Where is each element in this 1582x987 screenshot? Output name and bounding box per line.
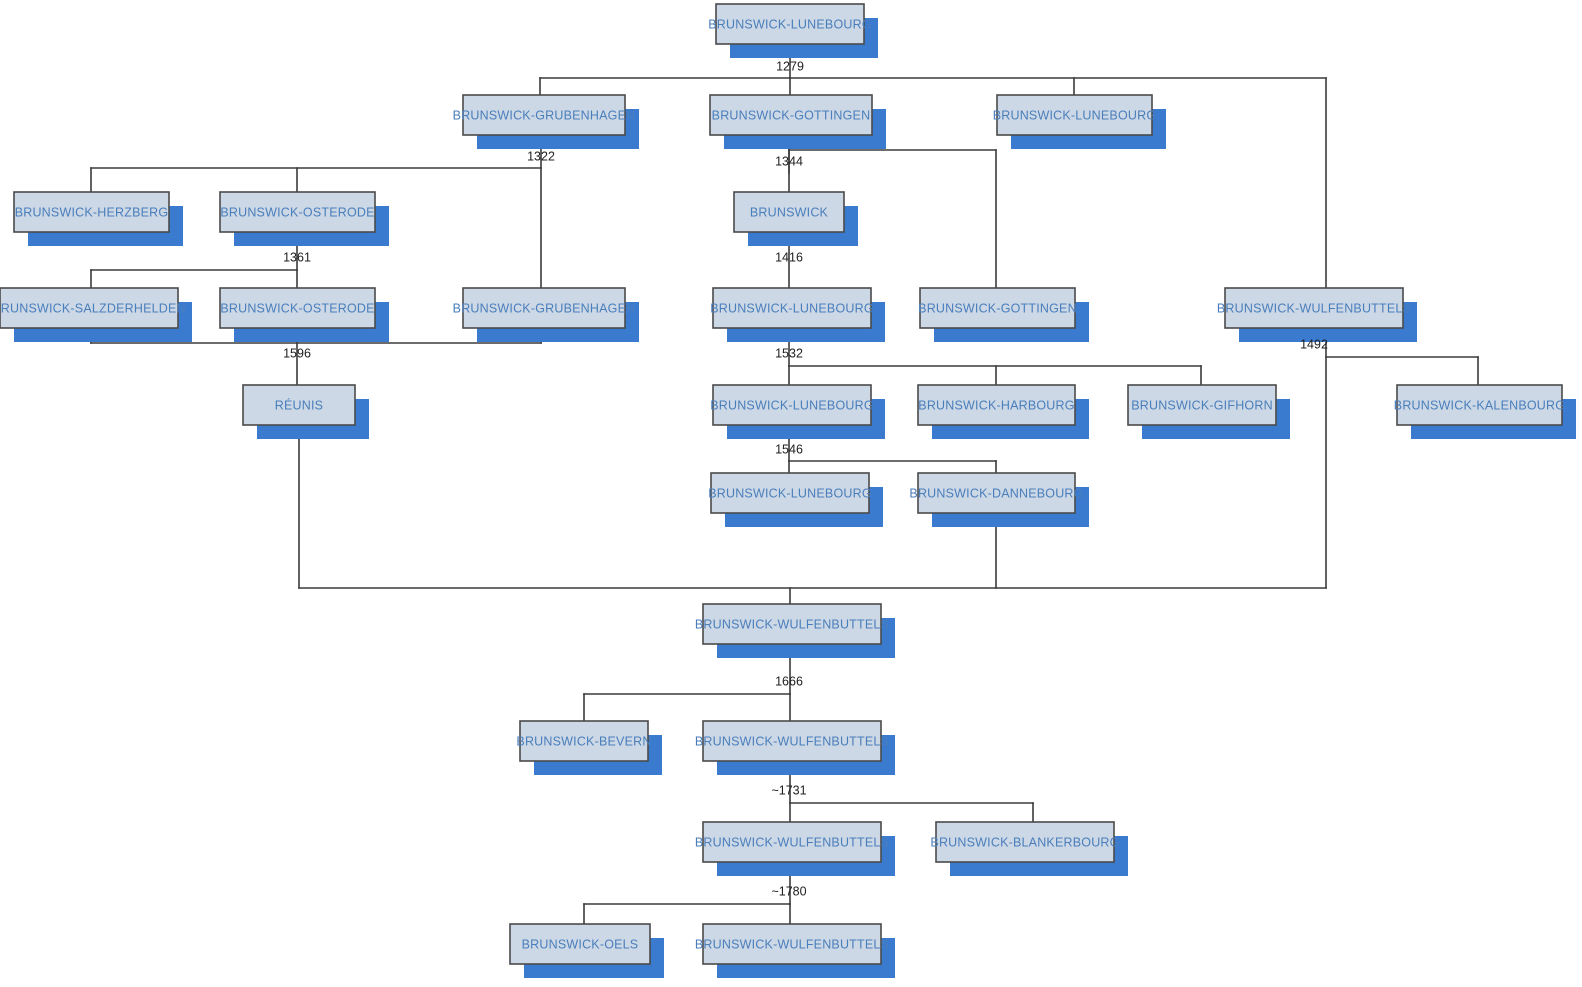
tree-node[interactable]: BRUNSWICK-OELS (509, 923, 664, 978)
node-label: BRUNSWICK-LUNEBOURG (993, 108, 1157, 122)
tree-node[interactable]: BRUNSWICK-WULFENBUTTELS (695, 821, 895, 876)
node-box[interactable] (1396, 384, 1563, 426)
tree-node[interactable]: BRUNSWICK-LUNEBOURG (708, 472, 883, 527)
year-label: 1666 (775, 674, 803, 688)
node-label: BRUNSWICK-OELS (522, 937, 639, 951)
node-box[interactable] (242, 384, 356, 426)
tree-node[interactable]: BRUNSWICK-KALENBOURG (1394, 384, 1576, 439)
tree-node[interactable]: BRUNSWICK-WULFENBUTTELS (1217, 287, 1417, 342)
node-label: BRUNSWICK-BEVERN (516, 734, 651, 748)
tree-node[interactable]: BRUNSWICK-LUNEBOURG (993, 94, 1166, 149)
node-box[interactable] (702, 821, 882, 863)
node-label: BRUNSWICK-WULFENBUTTELS (695, 835, 889, 849)
year-label: 1596 (283, 346, 311, 360)
tree-node[interactable]: BRUNSWICK-HERZBERG (13, 191, 183, 246)
node-label: BRUNSWICK-WULFENBUTTELS (695, 734, 889, 748)
year-label: ~1780 (771, 884, 806, 898)
node-label: BRUNSWICK-HARBOURG (918, 398, 1074, 412)
year-label: 1546 (775, 442, 803, 456)
node-label: BRUNSWICK-KALENBOURG (1394, 398, 1565, 412)
node-box[interactable] (917, 384, 1076, 426)
node-box[interactable] (13, 191, 170, 233)
node-box[interactable] (712, 384, 872, 426)
tree-node[interactable]: BRUNSWICK-GOTTINGEN (918, 287, 1089, 342)
tree-node[interactable]: BRUNSWICK-WULFENBUTTELS (695, 603, 895, 658)
node-box[interactable] (917, 472, 1076, 514)
node-label: BRUNSWICK-GIFHORN (1131, 398, 1273, 412)
tree-node[interactable]: BRUNSWICK-SALZDERHELDEN (0, 287, 192, 342)
node-box[interactable] (702, 720, 882, 762)
node-label: BRUNSWICK-GOTTINGEN (712, 108, 871, 122)
node-label: BRUNSWICK-WULFENBUTTELS (695, 937, 889, 951)
node-label: BRUNSWICK-DANNEBOURG (909, 486, 1083, 500)
node-label: BRUNSWICK-GOTTINGEN (918, 301, 1077, 315)
node-box[interactable] (519, 720, 649, 762)
node-label: BRUNSWICK-WULFENBUTTELS (1217, 301, 1411, 315)
node-box[interactable] (702, 603, 882, 645)
node-label: BRUNSWICK-LUNEBOURG (710, 398, 874, 412)
node-label: BRUNSWICK-OSTERODE (220, 205, 374, 219)
year-label: 1416 (775, 250, 803, 264)
node-label: BRUNSWICK-BLANKERBOURG (930, 835, 1119, 849)
node-box[interactable] (733, 191, 845, 233)
node-box[interactable] (219, 287, 376, 329)
year-label: 1361 (283, 250, 311, 264)
tree-node[interactable]: BRUNSWICK-OSTERODE (219, 191, 389, 246)
year-label: 1532 (775, 346, 803, 360)
node-label: BRUNSWICK-WULFENBUTTELS (695, 617, 889, 631)
node-box[interactable] (710, 472, 870, 514)
tree-node[interactable]: BRUNSWICK-LUNEBOURG (708, 3, 878, 58)
node-label: BRUNSWICK-GRUBENHAGEN (453, 301, 636, 315)
tree-node[interactable]: BRUNSWICK (733, 191, 858, 246)
tree-node[interactable]: BRUNSWICK-DANNEBOURG (909, 472, 1089, 527)
tree-node[interactable]: BRUNSWICK-GRUBENHAGEN (453, 287, 639, 342)
node-box[interactable] (709, 94, 873, 136)
node-box[interactable] (996, 94, 1153, 136)
node-box[interactable] (702, 923, 882, 965)
tree-node[interactable]: BRUNSWICK-WULFENBUTTELS (695, 923, 895, 978)
year-label-layer: 1279 1322 1344 1361 1416 1492 1532 1596 1546 1666… (283, 59, 1328, 898)
year-label: 1492 (1300, 337, 1328, 351)
node-box[interactable] (462, 94, 626, 136)
tree-node[interactable]: RÉUNIS (242, 384, 369, 439)
node-label: BRUNSWICK (750, 205, 829, 219)
year-label: 1322 (527, 149, 555, 163)
node-box[interactable] (715, 3, 865, 45)
year-label: 1344 (775, 154, 803, 168)
node-box[interactable] (509, 923, 651, 965)
tree-node[interactable]: BRUNSWICK-LUNEBOURG (710, 287, 885, 342)
tree-node[interactable]: BRUNSWICK-BLANKERBOURG (930, 821, 1128, 876)
node-label: BRUNSWICK-GRUBENHAGEN (453, 108, 636, 122)
node-box[interactable] (1127, 384, 1277, 426)
tree-node[interactable]: BRUNSWICK-OSTERODE (219, 287, 389, 342)
tree-node[interactable]: BRUNSWICK-GOTTINGEN (709, 94, 886, 149)
node-label: BRUNSWICK-HERZBERG (15, 205, 169, 219)
year-label: 1279 (776, 59, 804, 73)
node-label: RÉUNIS (275, 397, 323, 412)
node-box[interactable] (935, 821, 1115, 863)
node-box[interactable] (712, 287, 872, 329)
node-box[interactable] (219, 191, 376, 233)
tree-node[interactable]: BRUNSWICK-HARBOURG (917, 384, 1089, 439)
node-label: BRUNSWICK-OSTERODE (220, 301, 374, 315)
tree-node[interactable]: BRUNSWICK-WULFENBUTTELS (695, 720, 895, 775)
node-box[interactable] (919, 287, 1076, 329)
tree-node[interactable]: BRUNSWICK-GIFHORN (1127, 384, 1290, 439)
node-label: BRUNSWICK-LUNEBOURG (710, 301, 874, 315)
node-label: BRUNSWICK-LUNEBOURG (708, 486, 872, 500)
node-label: BRUNSWICK-LUNEBOURG (708, 17, 872, 31)
node-box[interactable] (0, 287, 179, 329)
node-label: BRUNSWICK-SALZDERHELDEN (0, 301, 186, 315)
tree-node[interactable]: BRUNSWICK-GRUBENHAGEN (453, 94, 639, 149)
year-label: ~1731 (771, 783, 806, 797)
tree-node[interactable]: BRUNSWICK-BEVERN (516, 720, 662, 775)
node-layer: BRUNSWICK-LUNEBOURG BRUNSWICK-GRUBENHAGEN… (0, 3, 1576, 978)
node-box[interactable] (1224, 287, 1404, 329)
tree-node[interactable]: BRUNSWICK-LUNEBOURG (710, 384, 885, 439)
node-box[interactable] (462, 287, 626, 329)
